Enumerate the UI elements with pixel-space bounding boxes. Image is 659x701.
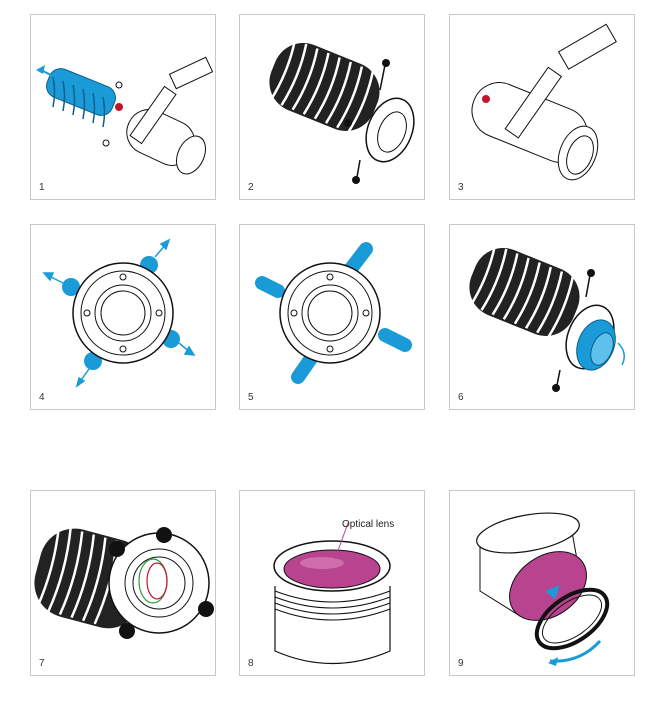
step-number: 7 <box>39 658 45 669</box>
step-panel-8: Optical lens 8 <box>239 490 425 676</box>
step-panel-4: 4 <box>30 224 216 410</box>
step-panel-2: 2 <box>239 14 425 200</box>
arrow-icon <box>36 65 45 74</box>
step-panel-7: 7 <box>30 490 216 676</box>
step-1-illustration <box>36 56 214 175</box>
step-number: 2 <box>248 182 254 193</box>
step-4-illustration <box>42 238 196 388</box>
step-panel-9: 9 <box>449 490 635 676</box>
step-number: 8 <box>248 658 254 669</box>
step-3-illustration <box>471 23 617 181</box>
red-dot-marker <box>115 103 123 111</box>
step-number: 5 <box>248 392 254 403</box>
step-9-illustration <box>476 512 610 666</box>
step-panel-5: 5 <box>239 224 425 410</box>
step-number: 1 <box>39 182 45 193</box>
rotate-arrow-icon <box>548 657 558 666</box>
step-7-illustration <box>34 525 214 639</box>
step-number: 6 <box>458 392 464 403</box>
red-dot-marker <box>482 95 490 103</box>
step-number: 9 <box>458 658 464 669</box>
step-panel-1: 1 <box>30 14 216 200</box>
step-6-illustration <box>469 244 625 392</box>
step-number: 3 <box>458 182 464 193</box>
step-5-illustration <box>255 242 412 384</box>
step-8-illustration <box>273 522 391 665</box>
step-number: 4 <box>39 392 45 403</box>
step-panel-6: 6 <box>449 224 635 410</box>
step-2-illustration <box>269 39 415 184</box>
optical-lens-label: Optical lens <box>342 519 395 530</box>
arrow-icon <box>545 585 560 599</box>
step-panel-3: 3 <box>449 14 635 200</box>
